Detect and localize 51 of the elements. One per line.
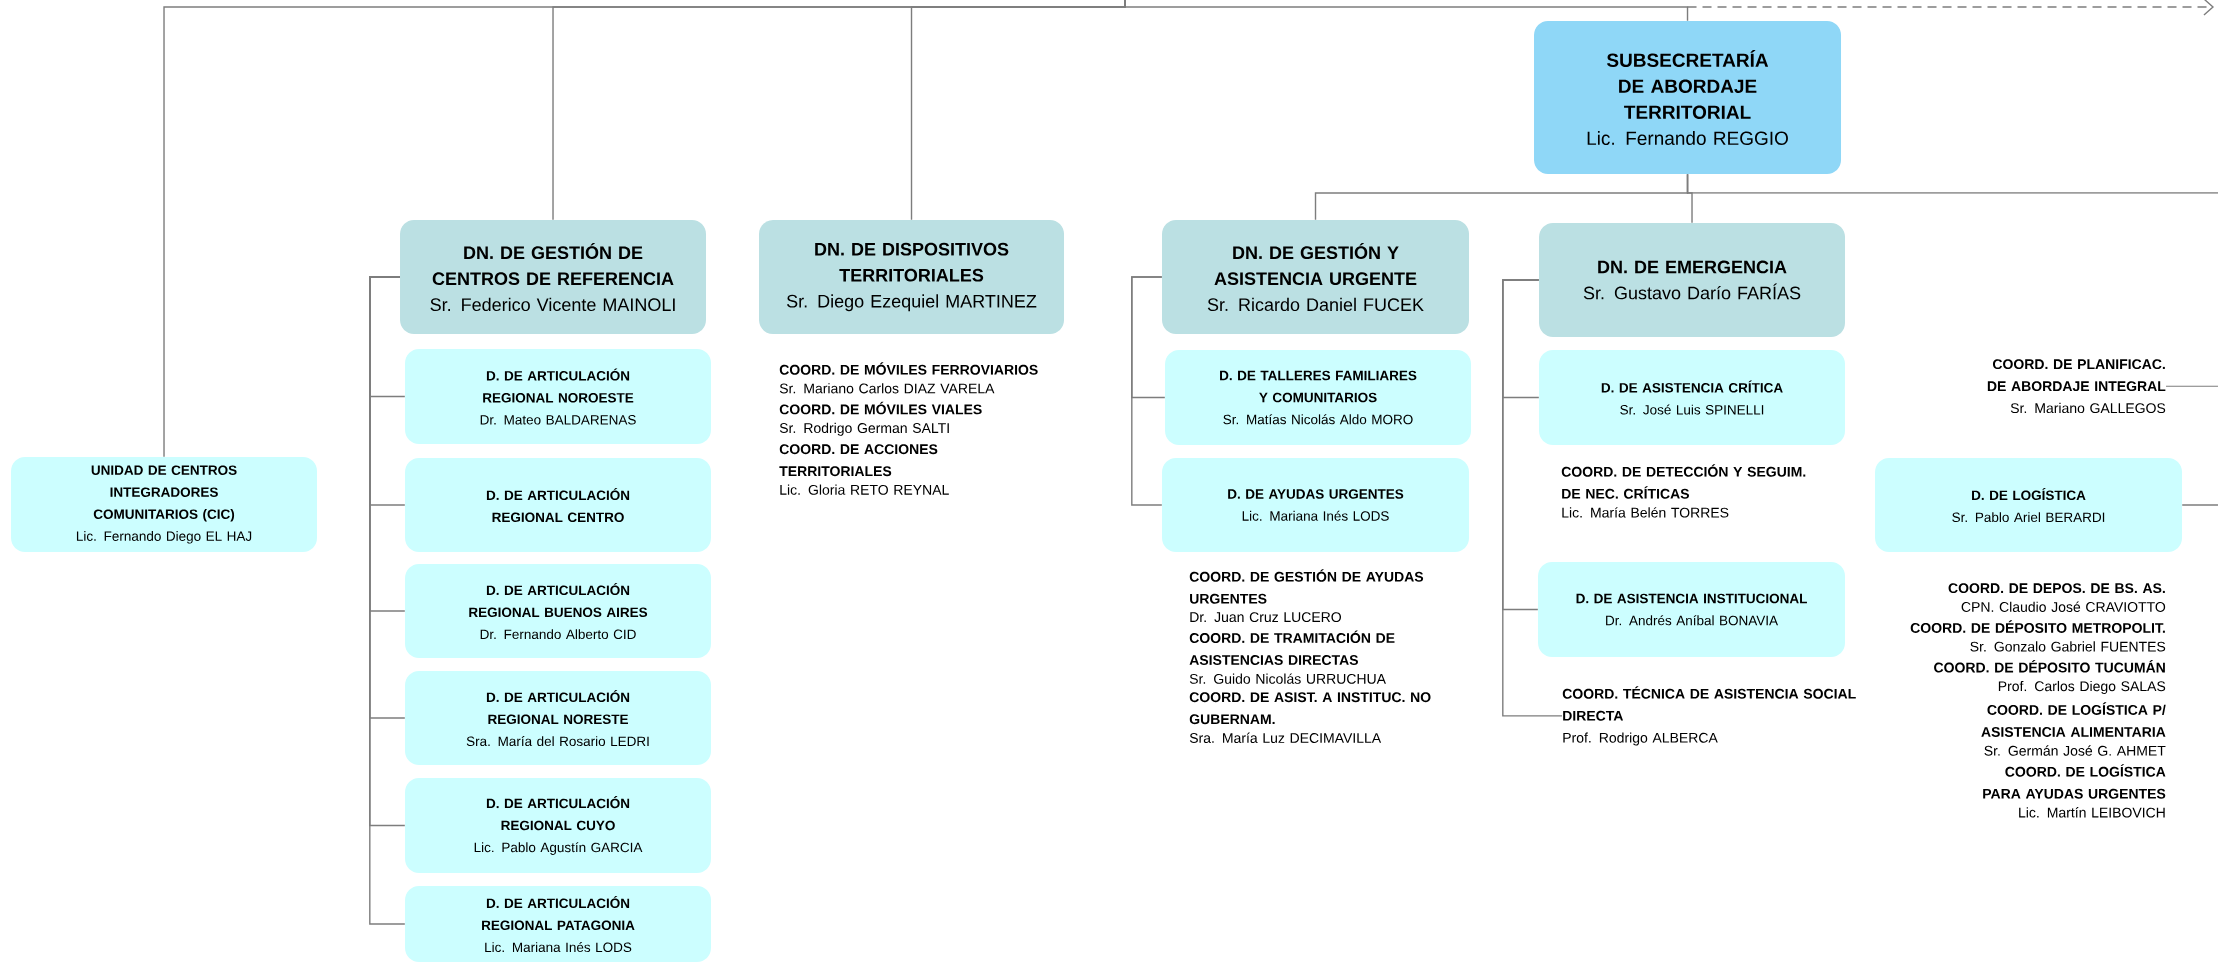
unit-box: D. DE AYUDAS URGENTES Lic. Mariana Inés LODS xyxy=(1162,458,1469,552)
connector-line xyxy=(1124,0,1689,22)
connector-line xyxy=(1686,173,1693,224)
unit-box: D. DE LOGÍSTICA Sr. Pablo Ariel BERARDI xyxy=(1875,458,2182,552)
unit-text: COORD. DE PLANIFICAC. DE ABORDAJE INTEGRAL Sr. Mariano GALLEGOS xyxy=(1987,359,2166,414)
unit-text: COORD. TÉCNICA DE ASISTENCIA SOCIAL DIRECTA Prof. Rodrigo ALBERCA xyxy=(1562,686,1856,746)
unit-label: COORD. DE DEPOS. DE BS. AS. xyxy=(1948,583,2165,594)
person-name: Sra. María Luz DECIMAVILLA xyxy=(1189,732,1382,743)
unit-box: D. DE ARTICULACIÓN REGIONAL PATAGONIA Lic. Mariana Inés LODS xyxy=(405,886,711,962)
unit-box: D. DE ARTICULACIÓN REGIONAL BUENOS AIRES Dr. Fernando Alberto CID xyxy=(405,564,711,658)
unit-box: SUBSECRETARÍA DE ABORDAJE TERRITORIAL Lic. Fernando REGGIO xyxy=(1534,21,1841,174)
unit-box: DN. DE EMERGENCIA Sr. Gustavo Darío FARÍAS xyxy=(1539,223,1845,337)
unit-box: D. DE ASISTENCIA CRÍTICA Sr. José Luis SPINELLI xyxy=(1539,350,1845,445)
unit-label: COORD. DE MÓVILES VIALES xyxy=(779,401,982,415)
person-name: Lic. Gloria RETO REYNAL xyxy=(780,484,949,495)
unit-box: DN. DE GESTIÓN DE CENTROS DE REFERENCIA Sr. Federico Vicente MAINOLI xyxy=(400,220,706,334)
unit-box: D. DE ASISTENCIA INSTITUCIONAL Dr. Andrés Aníbal BONAVIA xyxy=(1538,562,1845,657)
unit-label: COORD. DE DÉPOSITO METROPOLIT. xyxy=(1910,620,2165,633)
unit-label: COORD. DE LOGÍSTICA PARA AYUDAS URGENTES xyxy=(1983,764,2166,799)
connector-line xyxy=(1131,276,1163,506)
unit-label: COORD. DE GESTIÓN DE AYUDAS URGENTES xyxy=(1189,569,1424,604)
person-name: CPN. Claudio José CRAVIOTTO xyxy=(1961,601,2166,612)
person-name: Dr. Juan Cruz LUCERO xyxy=(1190,612,1341,623)
person-name: Prof. Carlos Diego SALAS xyxy=(1998,680,2166,694)
person-name: Sr. Germán José G. AHMET xyxy=(1984,745,2166,756)
unit-box: DN. DE DISPOSITIVOS TERRITORIALES Sr. Diego Ezequiel MARTINEZ xyxy=(759,220,1064,334)
person-name: Sr. Guido Nicolás URRUCHUA xyxy=(1189,673,1386,684)
connector-line xyxy=(2181,504,2218,506)
connector-line xyxy=(369,276,406,925)
person-name: Lic. María Belén TORRES xyxy=(1562,507,1729,518)
person-name: Sr. Gonzalo Gabriel FUENTES xyxy=(1970,641,2166,652)
person-name: Sr. Mariano Carlos DIAZ VARELA xyxy=(779,383,995,394)
person-name: Lic. Martín LEIBOVICH xyxy=(2019,807,2165,818)
unit-label: COORD. DE DETECCIÓN Y SEGUIM. DE NEC. CRÍTICAS xyxy=(1561,464,1806,499)
person-name: Sr. Rodrigo German SALTI xyxy=(779,422,949,436)
unit-label: COORD. DE MÓVILES FERROVIARIOS xyxy=(779,362,1038,375)
unit-box: D. DE ARTICULACIÓN REGIONAL NOROESTE Dr. Mateo BALDARENAS xyxy=(405,349,711,444)
unit-box: D. DE TALLERES FAMILIARES Y COMUNITARIOS Sr. Matías Nicolás Aldo MORO xyxy=(1165,350,1471,445)
unit-box: UNIDAD DE CENTROS INTEGRADORES COMUNITARIOS (CIC) Lic. Fernando Diego EL HAJ xyxy=(11,457,317,552)
connector-line xyxy=(1502,279,1563,717)
unit-label: COORD. DE ACCIONES TERRITORIALES xyxy=(779,444,938,477)
unit-box: D. DE ARTICULACIÓN REGIONAL NORESTE Sra. María del Rosario LEDRI xyxy=(405,671,711,765)
unit-label: COORD. DE DÉPOSITO TUCUMÁN xyxy=(1934,660,2165,673)
unit-label: COORD. DE LOGÍSTICA P/ ASISTENCIA ALIMENTARIA xyxy=(1981,702,2166,737)
connector-line xyxy=(2165,385,2218,387)
unit-label: COORD. DE TRAMITACIÓN DE ASISTENCIAS DIRECTAS xyxy=(1189,630,1395,665)
unit-box: D. DE ARTICULACIÓN REGIONAL CUYO Lic. Pablo Agustín GARCIA xyxy=(405,778,711,873)
unit-box: DN. DE GESTIÓN Y ASISTENCIA URGENTE Sr. Ricardo Daniel FUCEK xyxy=(1162,220,1469,334)
unit-box: D. DE ARTICULACIÓN REGIONAL CENTRO xyxy=(405,458,711,552)
dashed-arrow xyxy=(1686,0,2214,16)
unit-label: COORD. DE ASIST. A INSTITUC. NO GUBERNAM. xyxy=(1189,692,1431,725)
